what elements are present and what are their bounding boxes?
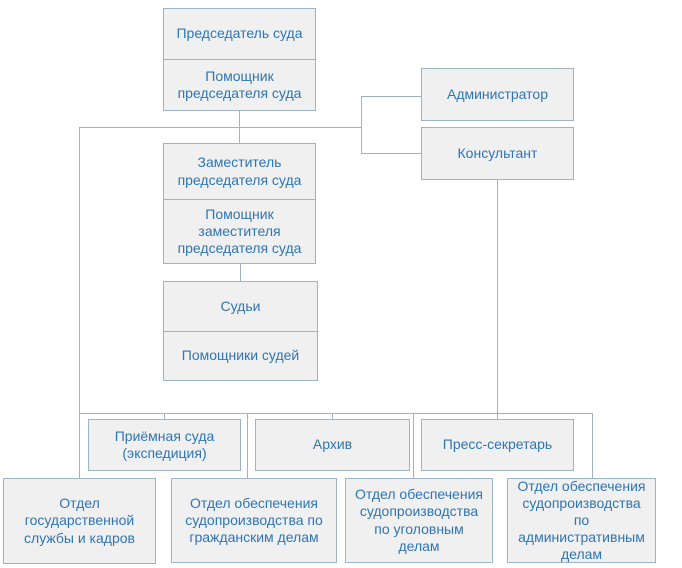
connector-drop-admin-cases — [592, 414, 593, 478]
node-reception-label: Приёмная суда (экспедиция) — [114, 427, 215, 461]
node-archive: Архив — [255, 419, 410, 471]
node-press-secretary: Пресс-секретарь — [421, 419, 574, 471]
node-deputy-chairman-label: Заместитель председателя суда — [177, 154, 302, 188]
node-dept-state-service-label: Отдел государственной службы и кадров — [24, 495, 135, 546]
node-chairman-label: Председатель суда — [176, 25, 303, 42]
node-chairman: Председатель суда — [164, 9, 315, 59]
node-dept-state-service: Отдел государственной службы и кадров — [3, 478, 156, 564]
connector-tick-archive — [332, 414, 333, 419]
node-dept-civil-cases: Отдел обеспечения судопроизводства по гр… — [171, 478, 337, 563]
node-dept-admin-cases-label: Отдел обеспечения судопроизводства по ад… — [517, 477, 646, 563]
node-dept-civil-cases-label: Отдел обеспечения судопроизводства по гр… — [185, 494, 323, 546]
connector-deputy-to-judges — [240, 263, 241, 281]
node-archive-label: Архив — [312, 436, 353, 453]
node-group-deputy-chairman: Заместитель председателя суда Помощник з… — [163, 143, 316, 264]
node-deputy-chairman: Заместитель председателя суда — [164, 144, 315, 199]
connector-consultant-to-press — [497, 179, 498, 419]
node-chairman-assistant: Помощник председателя суда — [164, 59, 315, 110]
node-administrator-label: Администратор — [446, 85, 548, 102]
node-administrator: Администратор — [421, 68, 574, 121]
connector-drop-civil-cases — [247, 414, 248, 478]
connector-to-consultant — [362, 153, 421, 154]
node-judges: Судьи — [164, 282, 317, 331]
node-dept-criminal-cases-label: Отдел обеспечения судопроизводства по уг… — [355, 486, 483, 554]
node-deputy-chairman-assistant-label: Помощник заместителя председателя суда — [177, 205, 302, 257]
node-judges-label: Судьи — [220, 297, 261, 314]
node-deputy-chairman-assistant: Помощник заместителя председателя суда — [164, 199, 315, 263]
node-consultant: Консультант — [421, 127, 574, 180]
node-group-chairman: Председатель суда Помощник председателя … — [163, 8, 316, 111]
node-reception: Приёмная суда (экспедиция) — [88, 419, 241, 471]
node-press-secretary-label: Пресс-секретарь — [442, 436, 553, 453]
connector-to-administrator — [362, 96, 421, 97]
connector-tick-reception — [164, 414, 165, 419]
connector-left-spine — [79, 127, 80, 478]
node-chairman-assistant-label: Помощник председателя суда — [177, 67, 302, 101]
connector-admin-consultant-vertical — [361, 96, 362, 154]
connector-chairman-to-deputy — [239, 110, 240, 143]
node-judges-assistants: Помощники судей — [164, 330, 317, 381]
node-group-judges: Судьи Помощники судей — [163, 281, 318, 381]
node-consultant-label: Консультант — [457, 144, 538, 161]
connector-bottom-horizontal — [79, 413, 593, 414]
connector-drop-criminal-cases — [413, 414, 414, 478]
connector-branch-horizontal — [79, 127, 362, 128]
node-dept-admin-cases: Отдел обеспечения судопроизводства по ад… — [507, 478, 656, 563]
node-dept-criminal-cases: Отдел обеспечения судопроизводства по уг… — [345, 478, 493, 563]
node-judges-assistants-label: Помощники судей — [181, 347, 300, 364]
